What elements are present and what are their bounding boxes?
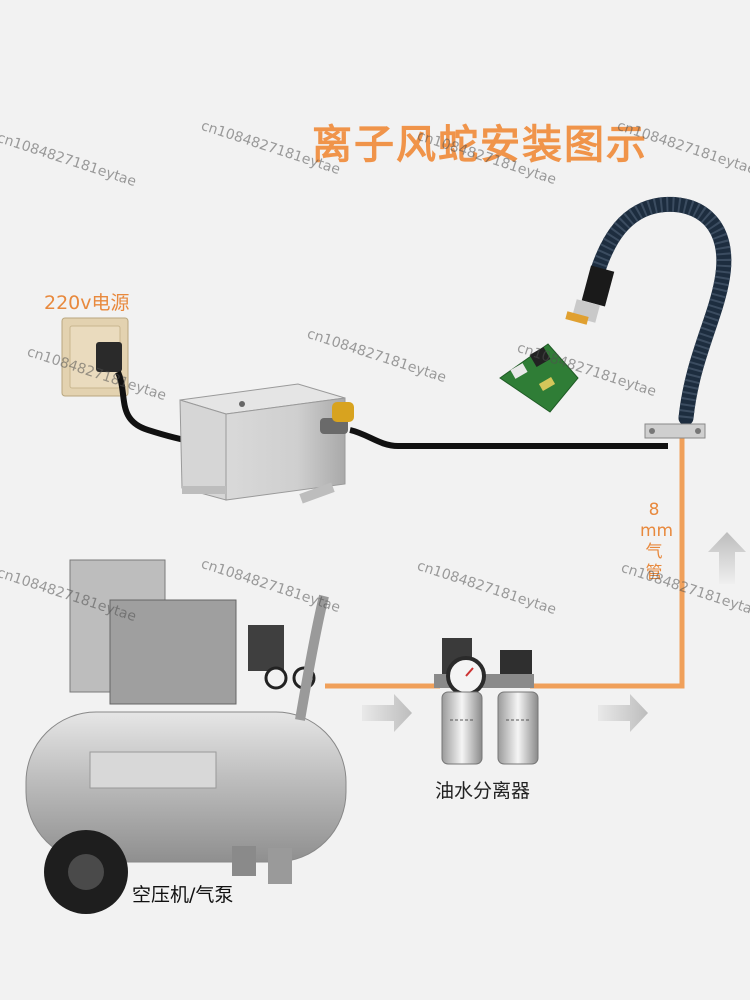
high-voltage-cable [349, 427, 668, 449]
air-tube [325, 438, 685, 689]
flow-arrow-1 [362, 694, 412, 732]
air-tube-label-line-3: 气 [645, 542, 663, 562]
ion-generator [179, 383, 354, 504]
circuit-board [499, 343, 579, 413]
flow-arrow-2 [598, 694, 648, 732]
air-tube-label-line-1: 8 [648, 500, 660, 520]
diagram-title: 离子风蛇安装图示 [312, 122, 648, 168]
oil-water-separator [434, 638, 539, 765]
power-source-label: 220v电源 [44, 292, 130, 314]
ion-snake [565, 196, 732, 439]
separator-label: 油水分离器 [435, 780, 531, 802]
air-tube-label: 8 mm 气 管 [640, 500, 674, 584]
compressor-label: 空压机/气泵 [132, 884, 234, 906]
air-tube-label-line-4: 管 [645, 563, 663, 583]
flow-arrow-up [708, 532, 746, 584]
wall-socket [61, 317, 129, 397]
air-tube-label-line-2: mm [640, 521, 674, 541]
air-compressor [25, 559, 347, 914]
